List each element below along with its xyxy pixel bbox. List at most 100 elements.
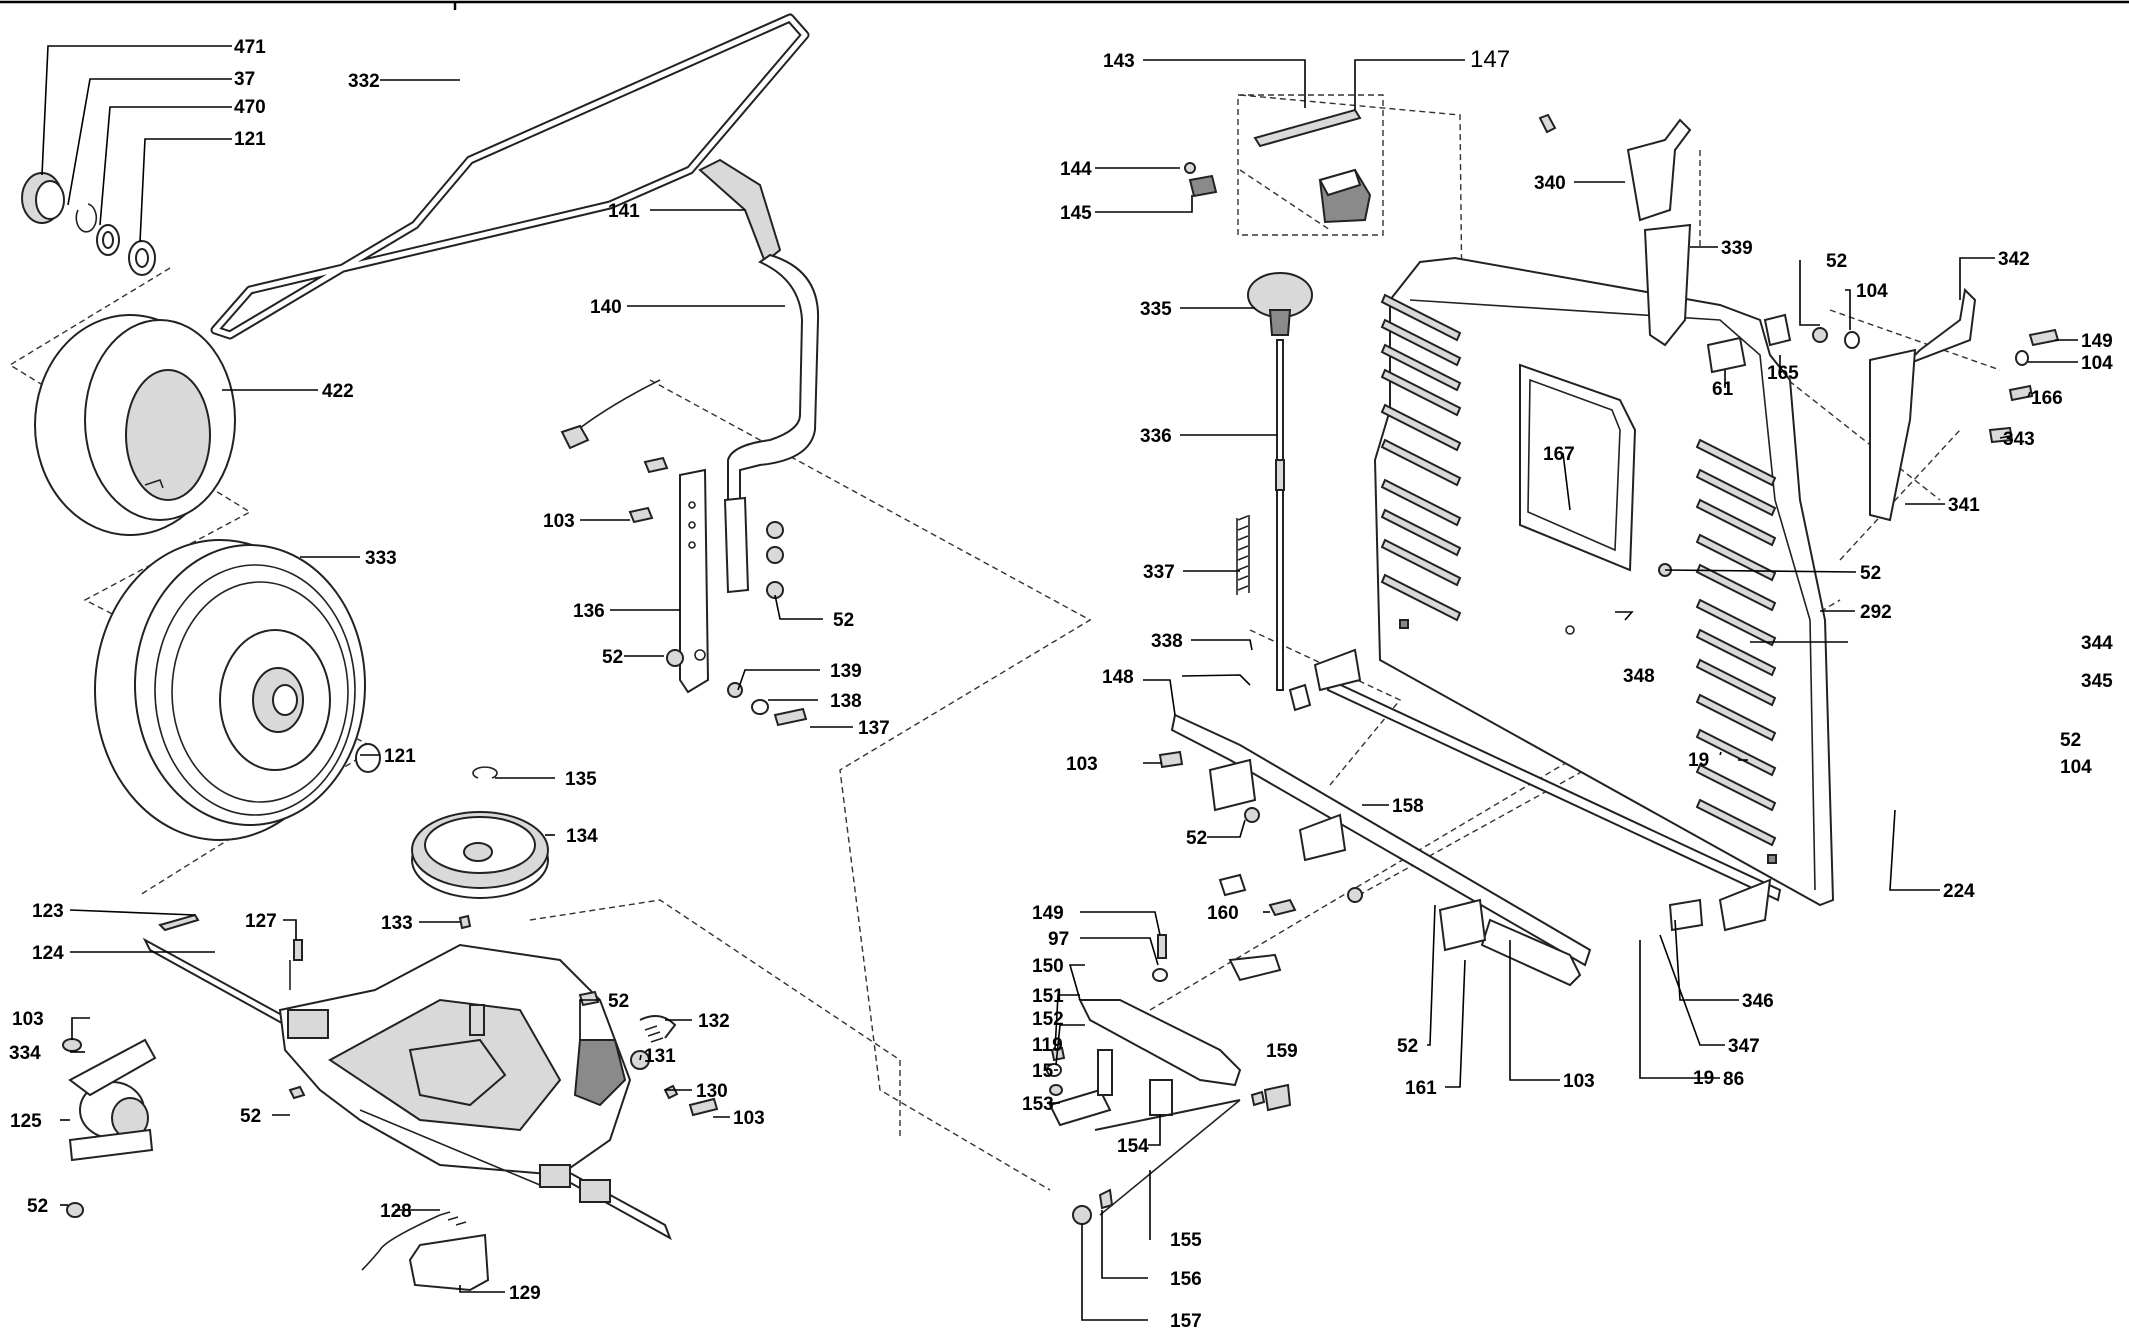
callout-103-d: 103 — [1066, 754, 1098, 775]
panel-slot — [1695, 598, 1777, 647]
spring — [1236, 515, 1250, 595]
callout-121-bottom: 121 — [384, 746, 416, 767]
callout-332: 332 — [348, 71, 380, 92]
callout-342: 342 — [1998, 249, 2030, 270]
callout-labels: 471 37 470 121 332 141 140 422 333 103 1… — [9, 37, 2113, 1332]
callout-125: 125 — [10, 1111, 42, 1132]
callout-167: 167 — [1543, 444, 1575, 465]
callout-121-top: 121 — [234, 129, 266, 150]
panel-slot — [1380, 318, 1462, 367]
callout-135: 135 — [565, 769, 597, 790]
callout-97: 97 — [1048, 929, 1069, 950]
callout-104-b: 104 — [2081, 353, 2113, 374]
switch-parts — [1184, 162, 1218, 198]
callout-15: 15 — [1032, 1061, 1054, 1082]
callout-52-g: 52 — [1860, 563, 1881, 584]
panel-slot — [1380, 478, 1462, 527]
shaft-assembly — [1158, 648, 1782, 987]
callout-157: 157 — [1170, 1311, 1202, 1332]
panel-slot — [1380, 403, 1462, 452]
callout-150: 150 — [1032, 956, 1064, 977]
panel-slot — [1695, 763, 1777, 812]
callout-103-c: 103 — [733, 1108, 765, 1129]
callout-336: 336 — [1140, 426, 1172, 447]
callout-103-e: 103 — [1563, 1071, 1595, 1092]
panel-slot — [1695, 628, 1777, 677]
panel-slot — [1380, 573, 1462, 622]
callout-129: 129 — [509, 1283, 541, 1304]
callout-348: 348 — [1623, 666, 1655, 687]
callout-166: 166 — [2031, 388, 2063, 409]
panel-slot — [1695, 468, 1777, 517]
callout-338: 338 — [1151, 631, 1183, 652]
callout-149-a: 149 — [2081, 331, 2113, 352]
callout-347: 347 — [1728, 1036, 1760, 1057]
callout-19-a: 19 — [1688, 750, 1709, 771]
callout-61: 61 — [1712, 379, 1734, 400]
spring-bracket — [361, 1211, 490, 1292]
callout-346: 346 — [1742, 991, 1774, 1012]
panel-slot — [1380, 368, 1462, 417]
callout-159: 159 — [1266, 1041, 1298, 1062]
callout-104-a: 104 — [1856, 281, 1888, 302]
side-brackets — [1538, 113, 2060, 577]
callout-161: 161 — [1405, 1078, 1437, 1099]
callout-333: 333 — [365, 548, 397, 569]
callout-224: 224 — [1943, 881, 1975, 902]
callout-104-c: 104 — [2060, 757, 2092, 778]
callout-130: 130 — [696, 1081, 728, 1102]
callout-52-c: 52 — [608, 991, 629, 1012]
callout-136: 136 — [573, 601, 605, 622]
pulley — [411, 766, 549, 930]
panel-slot — [1380, 343, 1462, 392]
callout-335: 335 — [1140, 299, 1172, 320]
callout-124: 124 — [32, 943, 64, 964]
callout-52-a: 52 — [833, 610, 854, 631]
callout-52-f: 52 — [1826, 251, 1847, 272]
callout-52-h: 52 — [2060, 730, 2081, 751]
callout-145: 145 — [1060, 203, 1092, 224]
callout-128: 128 — [380, 1201, 412, 1222]
linkage — [1046, 934, 1292, 1225]
callout-165: 165 — [1767, 363, 1799, 384]
callout-151: 151 — [1032, 986, 1064, 1007]
panel-slot — [1380, 538, 1462, 587]
panel-slot — [1695, 728, 1777, 777]
callout-52-d: 52 — [240, 1106, 261, 1127]
panel-slot — [1695, 498, 1777, 547]
callout-138: 138 — [830, 691, 862, 712]
callout-343: 343 — [2003, 429, 2035, 450]
callout-52-e: 52 — [27, 1196, 48, 1217]
callout-119: 119 — [1032, 1035, 1063, 1056]
panel-slot — [1380, 293, 1462, 342]
rear-wheel — [94, 539, 381, 841]
callout-147: 147 — [1470, 46, 1510, 73]
dash-panel — [1373, 256, 1835, 907]
callout-139: 139 — [830, 661, 862, 682]
callout-143: 143 — [1103, 51, 1135, 72]
callout-292: 292 — [1860, 602, 1892, 623]
callout-344: 344 — [2081, 633, 2113, 654]
callout-156: 156 — [1170, 1269, 1202, 1290]
callout-37: 37 — [234, 69, 255, 90]
callout-422: 422 — [322, 381, 354, 402]
callout-86: 86 — [1723, 1069, 1744, 1090]
callout-154: 154 — [1117, 1136, 1149, 1157]
callout-148: 148 — [1102, 667, 1134, 688]
callout-345: 345 — [2081, 671, 2113, 692]
callout-132: 132 — [698, 1011, 730, 1032]
callout-153: 153 — [1022, 1094, 1054, 1115]
callout-340: 340 — [1534, 173, 1566, 194]
callout-339: 339 — [1721, 238, 1753, 259]
panel-slot — [1380, 508, 1462, 557]
callout-471: 471 — [234, 37, 266, 58]
drive-belt — [210, 13, 810, 340]
callout-337: 337 — [1143, 562, 1175, 583]
callout-158: 158 — [1392, 796, 1424, 817]
cable-bracket — [560, 379, 808, 727]
callout-52-i: 52 — [1186, 828, 1207, 849]
transaxle — [142, 913, 719, 1241]
callout-103-b: 103 — [12, 1009, 44, 1030]
callout-141: 141 — [608, 201, 640, 222]
